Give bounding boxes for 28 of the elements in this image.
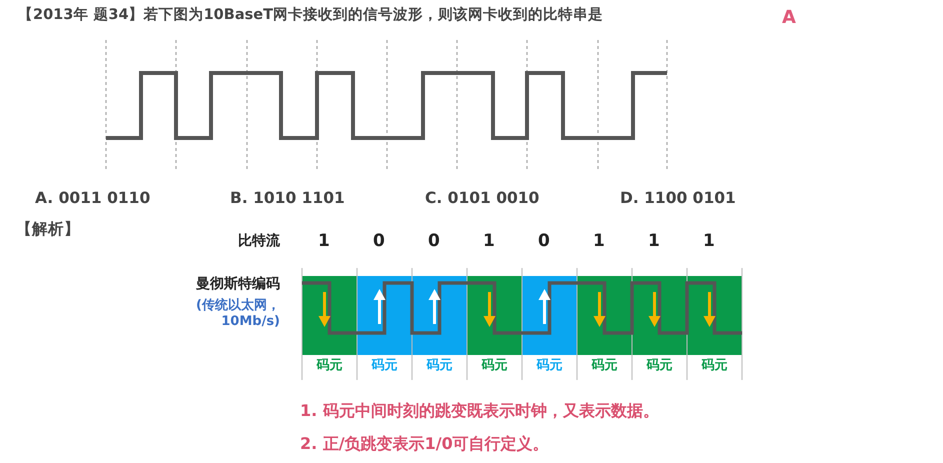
answer-option: A. 0011 0110 xyxy=(35,189,150,208)
cell-label: 码元 xyxy=(646,358,672,374)
cell-label: 码元 xyxy=(482,358,508,374)
note-text: 1. 码元中间时刻的跳变既表示时钟，又表示数据。 xyxy=(300,401,659,420)
text-label: 【2013年 题34】若下图为10BaseT网卡接收到的信号波形，则该网卡收到的比特串是 xyxy=(18,7,603,24)
bit-value: 0 xyxy=(428,231,440,252)
answer-letter: A xyxy=(782,7,796,29)
text-label: (传统以太网，10Mb/s) xyxy=(195,298,280,330)
bit-value: 1 xyxy=(593,231,605,252)
cell-label: 码元 xyxy=(702,358,728,374)
bit-value: 1 xyxy=(483,231,495,252)
text-label: 比特流 xyxy=(237,233,280,250)
note-text: 2. 正/负跳变表示1/0可自行定义。 xyxy=(300,434,549,454)
bit-value: 1 xyxy=(318,231,330,252)
bit-value: 1 xyxy=(648,231,660,252)
answer-option: B. 1010 1101 xyxy=(230,189,345,208)
cell-label: 码元 xyxy=(536,358,562,374)
cell-label: 码元 xyxy=(426,358,452,374)
cell-label: 码元 xyxy=(316,358,342,374)
bit-value: 0 xyxy=(373,231,385,252)
cell-label: 码元 xyxy=(592,358,618,374)
bit-value: 0 xyxy=(538,231,550,252)
answer-option: C. 0101 0010 xyxy=(425,189,540,208)
answer-option: D. 1100 0101 xyxy=(620,189,736,208)
cell-label: 码元 xyxy=(372,358,398,374)
bit-value: 1 xyxy=(703,231,715,252)
text-label: 曼彻斯特编码 xyxy=(195,276,280,293)
text-label: 【解析】 xyxy=(16,220,80,239)
